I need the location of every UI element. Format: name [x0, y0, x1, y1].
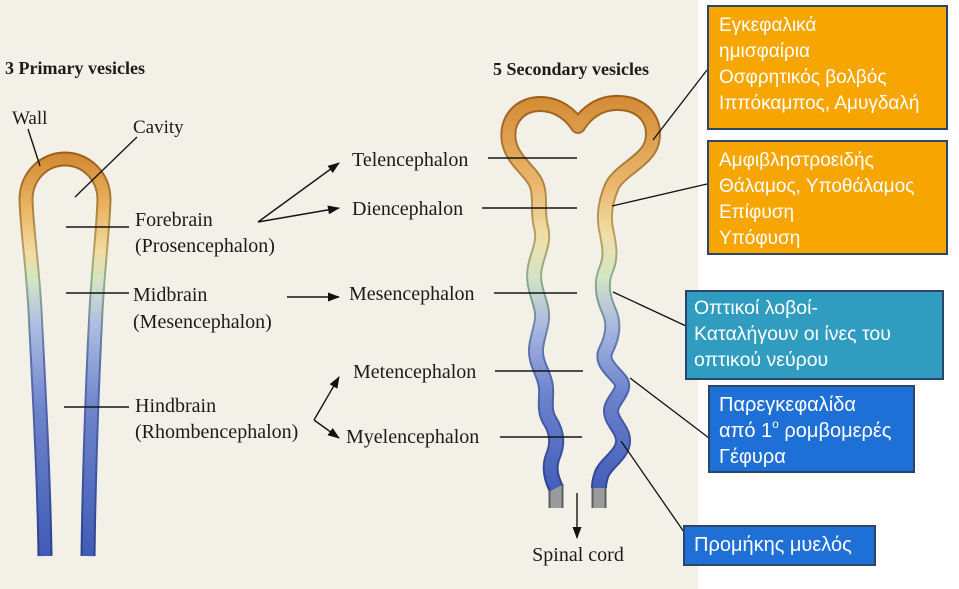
- wall-label: Wall: [12, 108, 47, 129]
- telencephalon-label: Telencephalon: [352, 149, 468, 171]
- note-line: ημισφαίρια: [719, 41, 811, 62]
- wall-leader-line: [27, 128, 41, 167]
- connector-mesencephalon-note: [612, 291, 687, 327]
- page-background: [0, 0, 698, 589]
- primary-tube-wall: [20, 153, 110, 557]
- arrow-hindbrain-metencephalon: [313, 376, 340, 421]
- arrow-forebrain-telencephalon: [257, 162, 340, 223]
- midbrain-label: Midbrain: [133, 284, 207, 306]
- note-line: Γέφυρα: [719, 446, 786, 468]
- note-line: Εγκεφαλικά: [719, 15, 817, 36]
- cavity-leader-line: [74, 136, 138, 198]
- mesencephalon-note: Οπτικοί λοβοί- Καταλήγουν οι ίνες του οπ…: [685, 290, 944, 380]
- primary-title: 3 Primary vesicles: [5, 58, 145, 78]
- hindbrain-label: Hindbrain: [135, 395, 216, 417]
- diencephalon-note: Αμφιβληστροειδής Θάλαμος, Υποθάλαμος Επί…: [707, 140, 948, 255]
- note-line: Οσφρητικός βολβός: [719, 67, 887, 88]
- note-line: Ιππόκαμπος, Αμυγδαλή: [719, 93, 920, 114]
- diencephalon-label: Diencephalon: [352, 198, 463, 220]
- note-line: Αμφιβληστροειδής: [719, 150, 874, 171]
- note-line: Καταλήγουν οι ίνες του: [694, 323, 891, 345]
- note-line: Προμήκης μυελός: [694, 534, 852, 556]
- mesencephalon-label: Mesencephalon: [349, 283, 475, 305]
- secondary-title: 5 Secondary vesicles: [493, 59, 649, 79]
- note-line: Παρεγκεφαλίδα: [719, 394, 856, 416]
- myelencephalon-note: Προμήκης μυελός: [683, 525, 876, 566]
- note-line: Θάλαμος, Υποθάλαμος: [719, 176, 915, 197]
- note-text: ρομβομερές: [778, 420, 892, 442]
- note-text: από 1: [719, 420, 773, 442]
- arrow-forebrain-diencephalon: [257, 205, 340, 223]
- mesencephalon-primary-label: (Mesencephalon): [133, 311, 272, 333]
- prosencephalon-label: (Prosencephalon): [135, 235, 275, 257]
- note-line: Υπόφυση: [719, 228, 801, 249]
- connector-diencephalon-note: [611, 183, 708, 207]
- ordinal-superscript: ο: [772, 417, 779, 431]
- cavity-label: Cavity: [133, 117, 184, 138]
- telencephalon-note: Εγκεφαλικά ημισφαίρια Οσφρητικός βολβός …: [707, 5, 948, 130]
- metencephalon-label: Metencephalon: [353, 361, 476, 383]
- secondary-tube-wall: [502, 96, 659, 491]
- connector-myelencephalon-note: [620, 440, 685, 533]
- spinal-cord-label: Spinal cord: [532, 544, 624, 566]
- note-line: Επίφυση: [719, 202, 795, 223]
- connector-telencephalon-note: [652, 69, 708, 141]
- forebrain-label: Forebrain: [135, 209, 213, 231]
- connector-metencephalon-note: [629, 377, 710, 439]
- note-line: Οπτικοί λοβοί-: [694, 297, 818, 319]
- myelencephalon-label: Myelencephalon: [346, 426, 479, 448]
- note-line: από 1ο ρομβομερές: [719, 418, 904, 444]
- note-line: οπτικού νεύρου: [694, 349, 829, 371]
- metencephalon-note: Παρεγκεφαλίδα από 1ο ρομβομερές Γέφυρα: [708, 385, 915, 473]
- rhombencephalon-label: (Rhombencephalon): [135, 421, 298, 443]
- arrow-hindbrain-myelencephalon: [313, 419, 340, 439]
